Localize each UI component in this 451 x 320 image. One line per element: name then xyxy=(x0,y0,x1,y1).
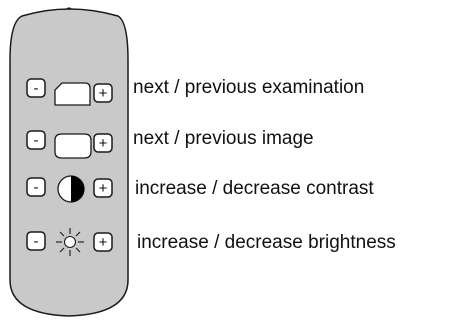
row-examination-controls: - + xyxy=(26,78,113,106)
minus-button-brightness-label: - xyxy=(34,233,39,250)
plus-button-brightness[interactable] xyxy=(93,232,113,252)
minus-button-examination-label: - xyxy=(34,80,39,97)
brightness-sun-icon xyxy=(56,228,84,256)
minus-button-brightness[interactable] xyxy=(26,231,46,251)
plus-button-contrast-label: + xyxy=(99,180,108,197)
minus-button-examination[interactable] xyxy=(26,78,46,98)
remote-body xyxy=(9,8,129,317)
plus-button-image[interactable] xyxy=(93,133,113,153)
plus-button-image-label: + xyxy=(99,135,108,152)
plus-button-brightness-label: + xyxy=(99,234,108,251)
label-image: next / previous image xyxy=(133,128,314,149)
row-image-controls: - + xyxy=(26,130,113,159)
minus-button-contrast[interactable] xyxy=(26,177,46,197)
row-brightness-controls: - + xyxy=(26,228,113,256)
label-brightness: increase / decrease brightness xyxy=(137,232,396,253)
minus-button-image-label: - xyxy=(34,132,39,149)
minus-button-image[interactable] xyxy=(26,130,46,150)
contrast-icon xyxy=(57,175,85,203)
image-frame-icon xyxy=(54,133,92,159)
plus-button-examination[interactable] xyxy=(93,83,113,103)
plus-button-examination-label: + xyxy=(99,85,108,102)
row-contrast-controls: - + xyxy=(26,175,113,203)
folder-icon xyxy=(54,82,91,106)
minus-button-contrast-label: - xyxy=(34,179,39,196)
label-contrast: increase / decrease contrast xyxy=(135,178,374,199)
plus-button-contrast[interactable] xyxy=(93,178,113,198)
label-examination: next / previous examination xyxy=(133,77,365,98)
